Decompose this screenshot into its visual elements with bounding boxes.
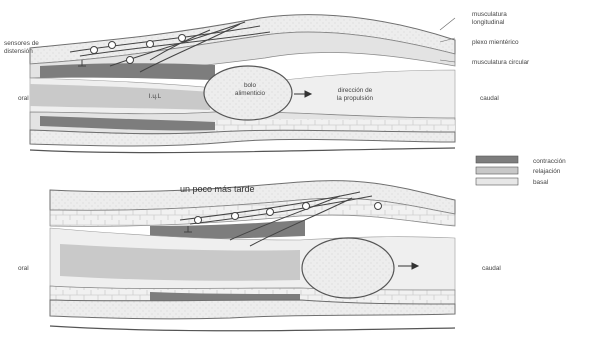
label-bolo-1: bolo — [244, 82, 257, 89]
label-oral-top: oral — [18, 95, 29, 102]
label-direccion-1: dirección de — [338, 87, 373, 94]
label-plexo-mienterico: plexo mientérico — [472, 39, 519, 46]
legend: contracción relajación basal — [476, 156, 566, 186]
label-musculatura-longitudinal-2: longitudinal — [472, 19, 504, 26]
legend-label-relajacion: relajación — [533, 168, 561, 175]
label-caudal-top: caudal — [480, 95, 499, 102]
legend-swatch-basal — [476, 178, 518, 185]
top-relaxation-lower — [215, 119, 455, 132]
legend-swatch-contraccion — [476, 156, 518, 163]
top-outer-wall-lower — [30, 130, 455, 146]
label-direccion-2: la propulsión — [337, 95, 374, 102]
legend-label-basal: basal — [533, 179, 548, 186]
bottom-intestine-section — [50, 181, 455, 331]
label-un-poco-mas-tarde: un poco más tarde — [180, 184, 255, 194]
top-intestine-section — [30, 15, 455, 153]
label-musculatura-circular: musculatura circular — [472, 59, 530, 66]
label-sensores-1: sensores de — [4, 40, 39, 47]
top-contraction-upper — [40, 63, 215, 80]
label-ln-code: I.ɥ.L — [149, 93, 162, 100]
legend-label-contraccion: contracción — [533, 158, 566, 165]
label-oral-bottom: oral — [18, 265, 29, 272]
label-bolo-2: alimenticio — [235, 90, 266, 97]
label-sensores-2: distensión — [4, 48, 33, 55]
bottom-food-bolus — [302, 238, 394, 298]
legend-swatch-relajacion — [476, 167, 518, 174]
label-musculatura-longitudinal-1: musculatura — [472, 11, 507, 18]
label-caudal-bottom: caudal — [482, 265, 501, 272]
